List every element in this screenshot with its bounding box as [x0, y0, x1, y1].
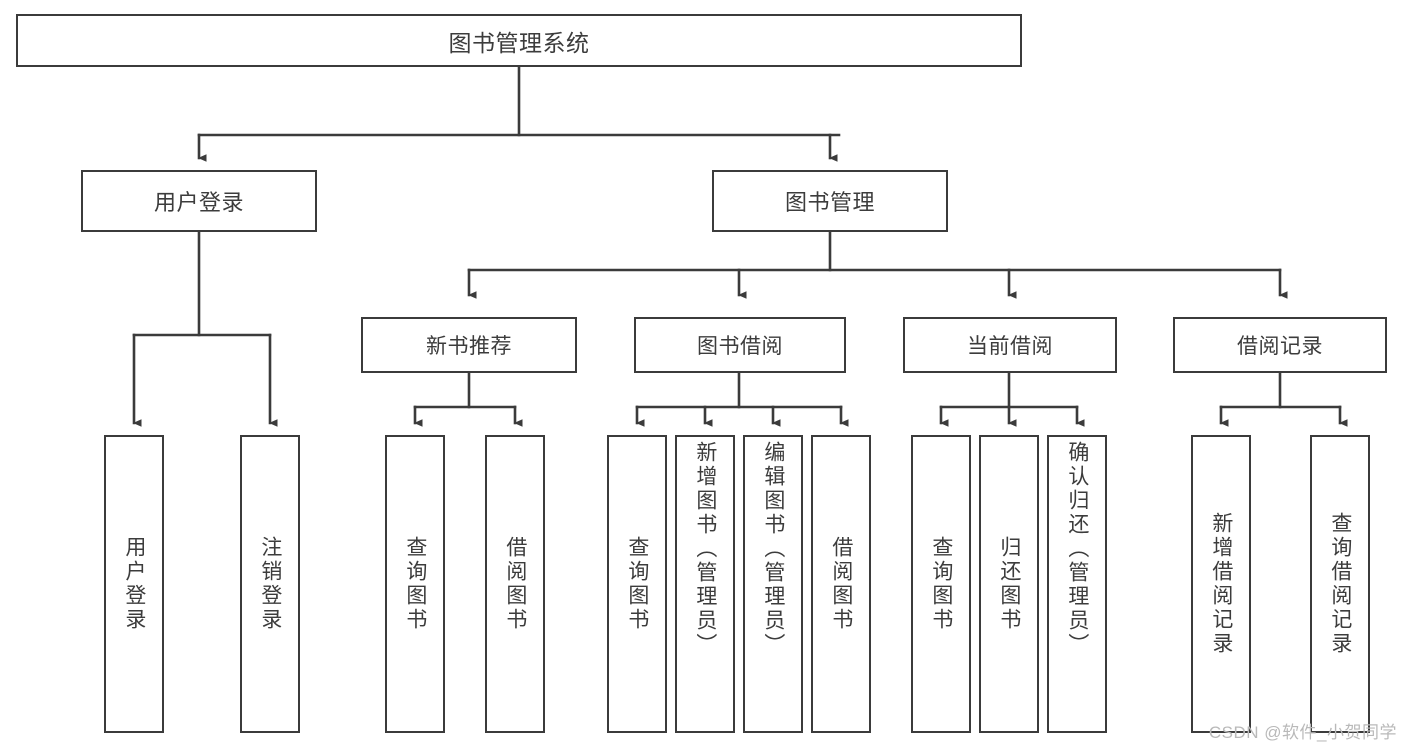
node-leaf-return-book[interactable]: 归还图书: [979, 435, 1039, 733]
node-label: 图书管理: [784, 190, 875, 215]
node-label: 新增借阅记录: [1209, 512, 1233, 656]
node-book-borrowing[interactable]: 图书借阅: [634, 317, 846, 373]
node-label: 新增图书（管理员）: [693, 441, 717, 657]
node-label: 查询图书: [403, 536, 427, 632]
node-label: 查询图书: [929, 536, 953, 632]
node-leaf-confirm-return-admin[interactable]: 确认归还（管理员）: [1047, 435, 1107, 733]
node-label: 借阅图书: [503, 536, 527, 632]
node-leaf-query-book-recommend[interactable]: 查询图书: [385, 435, 445, 733]
node-leaf-borrow-book[interactable]: 借阅图书: [811, 435, 871, 733]
node-leaf-edit-book-admin[interactable]: 编辑图书（管理员）: [743, 435, 803, 733]
node-label: 当前借阅: [967, 335, 1053, 358]
node-leaf-logout[interactable]: 注销登录: [240, 435, 300, 733]
node-leaf-add-borrow-record[interactable]: 新增借阅记录: [1191, 435, 1251, 733]
node-root-book-management-system[interactable]: 图书管理系统: [16, 14, 1022, 67]
node-label: 图书管理系统: [448, 29, 590, 56]
node-label: 借阅图书: [829, 536, 853, 632]
node-label: 用户登录: [122, 536, 146, 632]
node-label: 查询图书: [625, 536, 649, 632]
node-label: 借阅记录: [1237, 335, 1323, 358]
csdn-watermark: CSDN @软件_小贺同学: [1208, 723, 1397, 742]
node-user-login[interactable]: 用户登录: [81, 170, 317, 232]
node-borrowing-records[interactable]: 借阅记录: [1173, 317, 1387, 373]
node-label: 查询借阅记录: [1328, 512, 1352, 656]
node-label: 用户登录: [153, 190, 244, 215]
node-leaf-query-borrow-record[interactable]: 查询借阅记录: [1310, 435, 1370, 733]
node-label: 注销登录: [258, 536, 282, 632]
node-leaf-query-book-borrow[interactable]: 查询图书: [607, 435, 667, 733]
node-label: 确认归还（管理员）: [1065, 441, 1089, 657]
node-leaf-query-book-current[interactable]: 查询图书: [911, 435, 971, 733]
node-book-management[interactable]: 图书管理: [712, 170, 948, 232]
node-leaf-user-login[interactable]: 用户登录: [104, 435, 164, 733]
node-current-borrowing[interactable]: 当前借阅: [903, 317, 1117, 373]
node-label: 编辑图书（管理员）: [761, 441, 785, 657]
node-label: 新书推荐: [426, 335, 512, 358]
node-leaf-add-book-admin[interactable]: 新增图书（管理员）: [675, 435, 735, 733]
node-new-book-recommendation[interactable]: 新书推荐: [361, 317, 577, 373]
node-label: 图书借阅: [697, 335, 783, 358]
node-label: 归还图书: [997, 536, 1021, 632]
node-leaf-borrow-book-recommend[interactable]: 借阅图书: [485, 435, 545, 733]
